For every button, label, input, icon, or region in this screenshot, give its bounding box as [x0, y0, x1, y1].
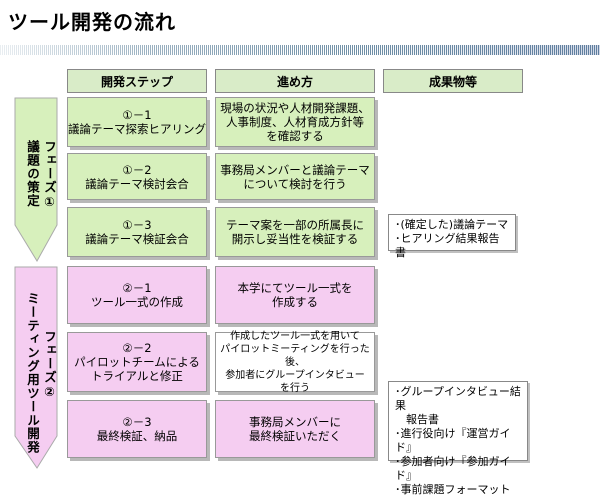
phase-2-name: フェーズ② [42, 330, 57, 400]
method-text: 本学にてツール一式を 作成する [237, 281, 353, 309]
step-number: ①－1 [122, 108, 152, 122]
method-box: 作成したツール一式を用いて パイロットミーティングを行った後、 参加者にグループ… [215, 330, 375, 394]
step-number: ①－2 [122, 162, 152, 177]
step-name: 議論テーマ検証会合 [85, 232, 189, 246]
method-text: 事務局メンバーに 最終検証いただく [249, 415, 341, 443]
step-number: ①－3 [122, 218, 152, 232]
title-stripe-gradient [0, 45, 600, 55]
method-text: 作成したツール一式を用いて パイロットミーティングを行った後、 参加者にグループ… [220, 330, 370, 394]
method-box: 現場の状況や人材開発課題、 人事制度、人材育成方針等 を確認する [215, 97, 375, 147]
step-number: ②－2 [122, 341, 152, 355]
method-box: テーマ案を一部の所属長に 開示し妥当性を検証する [215, 207, 375, 257]
phase-1-name: フェーズ① [42, 140, 57, 210]
result-box: ･(確定した)議論テーマ ･ヒアリング結果報告書 [388, 214, 516, 259]
method-box: 本学にてツール一式を 作成する [215, 266, 375, 324]
phase-1-arrow [14, 97, 58, 262]
method-box: 事務局メンバーと議論テーマ について検討を行う [215, 153, 375, 200]
step-name: 議論テーマ探索ヒアリング [68, 122, 206, 136]
step-name: 最終検証、納品 [96, 429, 178, 443]
step-number: ②－1 [122, 281, 152, 295]
method-box: 事務局メンバーに 最終検証いただく [215, 400, 375, 458]
phase-2-arrow [14, 266, 58, 469]
header-method: 進め方 [215, 69, 375, 93]
step-name: パイロットチームによる トライアルと修正 [74, 355, 200, 383]
method-text: テーマ案を一部の所属長に 開示し妥当性を検証する [226, 218, 364, 246]
step-name: 議論テーマ検討会合 [85, 176, 189, 191]
method-text: 現場の状況や人材開発課題、 人事制度、人材育成方針等 を確認する [220, 101, 370, 143]
step-number: ②－3 [122, 415, 152, 429]
phase-2-label: ミーティング用ツール開発 [25, 292, 40, 454]
page-title: ツール開発の流れ [8, 10, 176, 34]
header-result: 成果物等 [383, 69, 523, 93]
step-name: ツール一式の作成 [91, 295, 183, 309]
phase-1-label: 議題の策定 [25, 140, 40, 208]
header-step: 開発ステップ [67, 69, 207, 93]
method-text: 事務局メンバーと議論テーマ について検討を行う [220, 162, 370, 191]
result-box: ･グループインタビュー結果 報告書 ･進行役向け『運営ガイド』 ･参加者向け『参… [388, 381, 528, 496]
